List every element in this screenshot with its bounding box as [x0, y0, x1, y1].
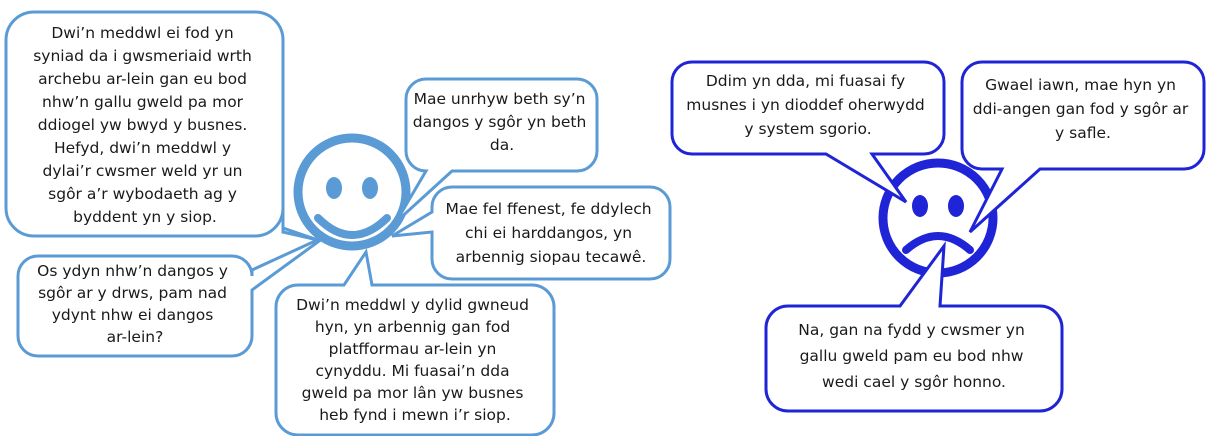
bubble-text: Gwael iawn, mae hyn yn ddi-angen gan fod… — [973, 76, 1193, 142]
negative-opinions-group: Ddim yn dda, mi fuasai fy musnes i yn di… — [670, 60, 1206, 413]
bubble-text: Os ydyn nhw’n dangos y sgôr ar y drws, p… — [37, 262, 233, 346]
speech-bubble-door: Os ydyn nhw’n dangos y sgôr ar y drws, p… — [16, 234, 327, 358]
bubble-text: Mae fel ffenest, fe ddylech chi ei hardd… — [445, 200, 656, 266]
bubble-text: Dwi’n meddwl ei fod yn syniad da i gwsme… — [33, 24, 257, 226]
speech-bubble-platforms: Dwi’n meddwl y dylid gwneud hyn, yn arbe… — [274, 248, 556, 436]
speech-bubble-customer-cannot-see: Na, gan na fydd y cwsmer yn gallu gweld … — [764, 240, 1064, 413]
speech-bubble-anything-shows: Mae unrhyw beth sy’n dangos y sgôr yn be… — [394, 77, 599, 224]
speech-bubble-window: Mae fel ffenest, fe ddylech chi ei hardd… — [391, 185, 672, 281]
positive-opinions-group: Dwi’n meddwl ei fod yn syniad da i gwsme… — [4, 10, 672, 436]
speech-bubble-online-trust: Dwi’n meddwl ei fod yn syniad da i gwsme… — [4, 10, 319, 242]
speech-bubble-business-suffer: Ddim yn dda, mi fuasai fy musnes i yn di… — [670, 60, 946, 204]
smiley-face-icon — [293, 133, 411, 251]
speech-bubble-unnecessary: Gwael iawn, mae hyn yn ddi-angen gan fod… — [960, 60, 1206, 234]
bubble-text: Na, gan na fydd y cwsmer yn gallu gweld … — [798, 321, 1030, 391]
bubble-text: Dwi’n meddwl y dylid gwneud hyn, yn arbe… — [296, 296, 534, 424]
bubble-text: Ddim yn dda, mi fuasai fy musnes i yn di… — [686, 72, 929, 138]
bubble-text: Mae unrhyw beth sy’n dangos y sgôr yn be… — [413, 90, 591, 154]
